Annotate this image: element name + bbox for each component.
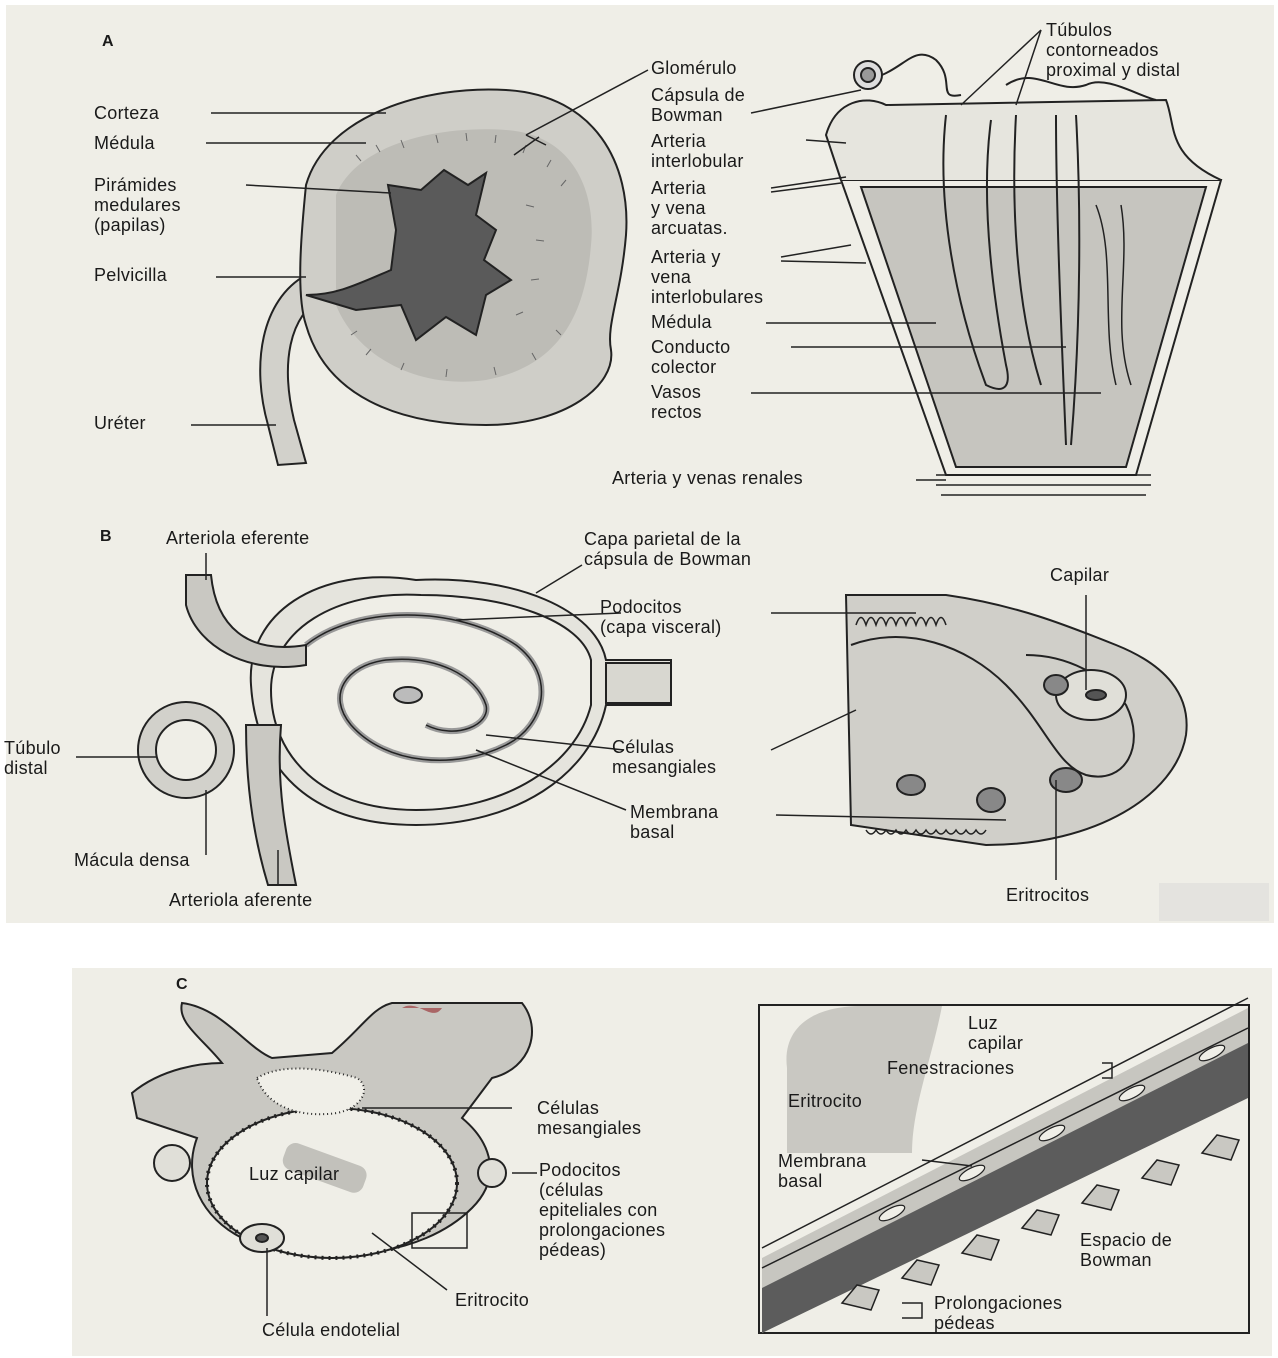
capillary-section-drawing <box>846 595 1187 845</box>
panel-ab: A B Corteza Médula Pirámides medulares (… <box>6 5 1274 923</box>
label-eritrocitos: Eritrocitos <box>1006 885 1089 905</box>
label-conducto: Conducto colector <box>651 337 730 377</box>
label-podocitos: Podocitos (capa visceral) <box>600 597 722 637</box>
label-c-celulas-mesangiales: Células mesangiales <box>537 1098 641 1138</box>
label-c-eritrocito: Eritrocito <box>455 1290 529 1310</box>
kidney-drawing <box>260 89 626 465</box>
label-vasos: Vasos rectos <box>651 382 702 422</box>
label-ureter: Uréter <box>94 413 146 433</box>
label-renales: Arteria y venas renales <box>612 468 803 488</box>
label-corteza: Corteza <box>94 103 159 123</box>
label-c-luz-capilar: Luz capilar <box>249 1164 339 1184</box>
capillary-cross-section <box>132 1003 532 1258</box>
label-celulas-mesangiales: Células mesangiales <box>612 737 716 777</box>
label-arteriola-aferente: Arteriola aferente <box>169 890 312 910</box>
label-capsula: Cápsula de Bowman <box>651 85 745 125</box>
label-tubulo-distal: Túbulo distal <box>4 738 61 778</box>
label-c-eritrocito-right: Eritrocito <box>788 1091 862 1111</box>
label-arteria-interlobular: Arteria interlobular <box>651 131 744 171</box>
label-c-espacio-bowman: Espacio de Bowman <box>1080 1230 1172 1270</box>
label-c-podocitos: Podocitos (células epiteliales con prolo… <box>539 1160 665 1260</box>
panel-c-tag: C <box>176 976 188 994</box>
label-arteriola-eferente: Arteriola eferente <box>166 528 309 548</box>
label-tubulos: Túbulos contorneados proximal y distal <box>1046 20 1180 80</box>
label-pelvicilla: Pelvicilla <box>94 265 167 285</box>
glomerulus-drawing <box>138 575 671 885</box>
label-c-luz-capilar-right: Luz capilar <box>968 1013 1023 1053</box>
label-capa-parietal: Capa parietal de la cápsula de Bowman <box>584 529 751 569</box>
label-membrana-basal: Membrana basal <box>630 802 718 842</box>
label-macula-densa: Mácula densa <box>74 850 190 870</box>
panel-c-illustration <box>72 968 1272 1356</box>
label-medula-right: Médula <box>651 312 712 332</box>
label-c-celula-endotelial: Célula endotelial <box>262 1320 400 1340</box>
renal-lobe-drawing <box>826 55 1221 495</box>
cover-box <box>1159 883 1269 921</box>
panel-c: C Células mesangiales Luz capilar Podoci… <box>72 968 1272 1356</box>
label-piramides: Pirámides medulares (papilas) <box>94 175 181 235</box>
panel-ab-illustration <box>6 5 1274 923</box>
panel-a-tag: A <box>102 33 114 51</box>
label-glomerulo: Glomérulo <box>651 58 737 78</box>
label-medula-left: Médula <box>94 133 155 153</box>
label-c-membrana-basal: Membrana basal <box>778 1151 866 1191</box>
label-capilar: Capilar <box>1050 565 1109 585</box>
label-c-fenestraciones: Fenestraciones <box>887 1058 1014 1078</box>
panel-b-tag: B <box>100 528 112 546</box>
label-c-prolongaciones: Prolongaciones pédeas <box>934 1293 1062 1333</box>
label-arteria-vena-interlobulares: Arteria y vena interlobulares <box>651 247 763 307</box>
label-arteria-vena-arcuatas: Arteria y vena arcuatas. <box>651 178 728 238</box>
